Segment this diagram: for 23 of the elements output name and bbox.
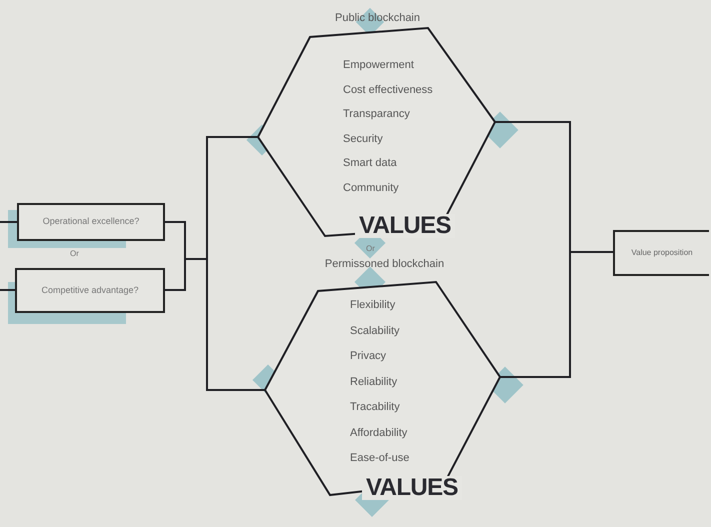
hexagon-heading: Permissoned blockchain	[324, 259, 446, 270]
or-text: Or	[366, 245, 375, 253]
value-item: Community	[343, 182, 399, 194]
value-item: Scalability	[350, 326, 400, 336]
value-item: Privacy	[350, 351, 386, 362]
value-item: Transparancy	[343, 109, 410, 120]
value-item: Tracability	[350, 402, 400, 413]
connector-line	[0, 289, 15, 291]
connector-line	[0, 221, 17, 223]
value-item: Cost effectiveness	[343, 84, 433, 96]
value-item: Flexibility	[350, 300, 396, 311]
value-item: Smart data	[343, 158, 397, 169]
value-item: Reliability	[350, 376, 398, 388]
question-box: Operational excellence?	[17, 203, 165, 241]
value-item: Affordability	[350, 428, 408, 438]
output-box: Value proposition	[613, 230, 709, 276]
value-item: Security	[343, 134, 383, 144]
or-text: Or	[70, 250, 79, 258]
hexagon-heading: Public blockchain	[334, 13, 421, 24]
value-item: Empowerment	[343, 60, 414, 71]
value-item: Ease-of-use	[350, 453, 410, 464]
connector-line	[500, 251, 613, 378]
question-box: Competitive advantage?	[15, 268, 165, 313]
